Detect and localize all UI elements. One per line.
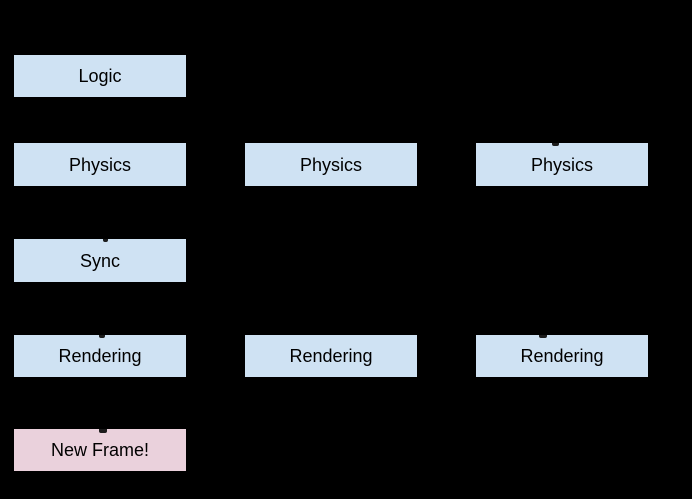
flow-box-label: Physics [299, 154, 362, 175]
flow-box-rendering-col1: Rendering [14, 335, 186, 377]
flow-box-physics-col3: Physics [476, 143, 648, 186]
flow-box-label: Physics [530, 154, 593, 175]
flow-box-label: Rendering [58, 346, 142, 366]
flow-box-label: New Frame! [50, 440, 149, 460]
text-descender-mark [103, 239, 108, 242]
flow-box-physics-col2: Physics [245, 143, 417, 186]
text-descender-mark [99, 429, 107, 433]
text-descender-mark [552, 143, 559, 146]
flow-box-sync: Sync [14, 239, 186, 282]
flow-box-rendering-col2: Rendering [245, 335, 417, 377]
flow-box-label: Physics [68, 154, 131, 175]
flow-box-physics-col1: Physics [14, 143, 186, 186]
flow-box-new-frame: New Frame! [14, 429, 186, 471]
flow-box-label: Rendering [520, 346, 604, 366]
flow-box-label: Rendering [289, 346, 373, 366]
flow-box-logic: Logic [14, 55, 186, 97]
flow-box-label: Logic [78, 66, 122, 86]
flow-box-rendering-col3: Rendering [476, 335, 648, 377]
text-descender-mark [539, 335, 547, 338]
text-descender-mark [99, 335, 105, 338]
flow-box-label: Sync [79, 250, 121, 271]
